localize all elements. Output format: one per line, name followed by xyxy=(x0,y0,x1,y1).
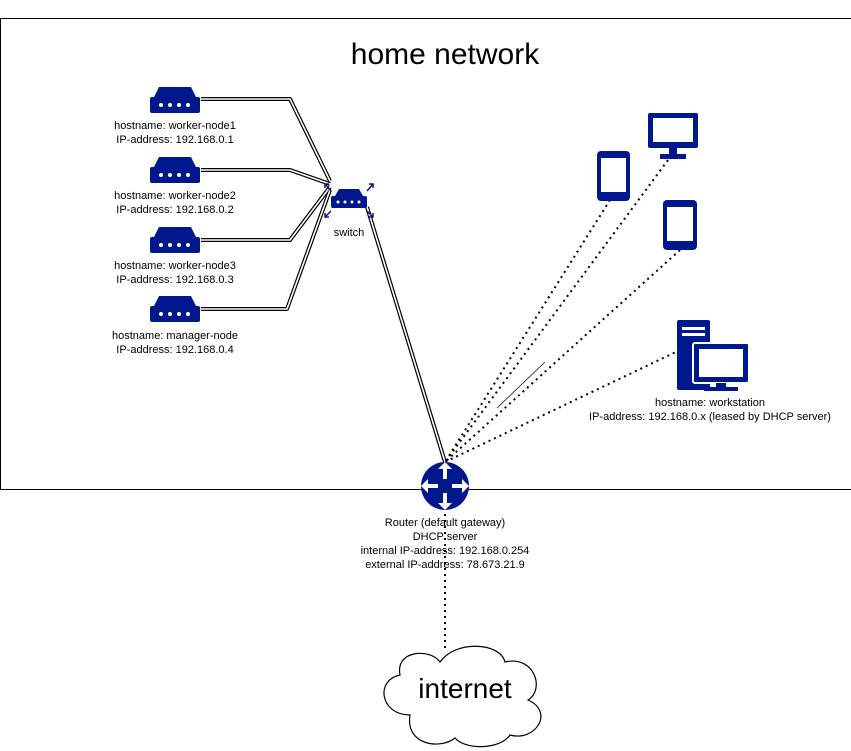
hostname-text: hostname: worker-node3 xyxy=(114,260,236,272)
router-line-2: DHCP server xyxy=(412,531,478,543)
router-icon xyxy=(421,462,469,510)
server-icon-worker-node1 xyxy=(150,87,200,113)
workstation-label: hostname: workstation IP-address: 192.16… xyxy=(570,396,850,424)
internet-label: internet xyxy=(418,673,512,704)
mobile-phone-icon-1 xyxy=(597,151,630,201)
hostname-text: hostname: manager-node xyxy=(112,330,238,342)
ip-address-text: IP-address: 192.168.0.1 xyxy=(116,134,234,146)
server-label-worker-node3: hostname: worker-node3 IP-address: 192.1… xyxy=(95,259,255,287)
server-label-worker-node1: hostname: worker-node1 IP-address: 192.1… xyxy=(95,119,255,147)
server-icon-manager-node xyxy=(150,296,200,322)
workstation-icon xyxy=(677,320,750,391)
ip-address-text: IP-address: 192.168.0.4 xyxy=(116,344,234,356)
switch-router-link xyxy=(365,206,447,463)
ip-address-text: IP-address: 192.168.0.2 xyxy=(116,204,234,216)
router-line-1: Router (default gateway) xyxy=(384,517,506,529)
stray-line-artifact xyxy=(496,361,546,409)
router-line-4: external IP-address: 78.673.21.9 xyxy=(365,559,525,571)
server-icon-worker-node3 xyxy=(150,227,200,253)
diagram-title: home network xyxy=(350,38,540,71)
ip-address-text: IP-address: 192.168.0.x (leased by DHCP … xyxy=(589,411,831,423)
server-label-manager-node: hostname: manager-node IP-address: 192.1… xyxy=(95,329,255,357)
server-icons xyxy=(150,87,200,322)
hostname-text: hostname: worker-node1 xyxy=(114,120,236,132)
hostname-text: hostname: workstation xyxy=(654,397,766,409)
ip-address-text: IP-address: 192.168.0.3 xyxy=(116,274,234,286)
server-switch-links xyxy=(201,97,332,311)
router-line-3: internal IP-address: 192.168.0.254 xyxy=(360,545,530,557)
monitor-icon xyxy=(648,113,698,159)
wireless-links xyxy=(444,159,681,650)
switch-icon xyxy=(324,183,374,218)
hostname-text: hostname: worker-node2 xyxy=(114,190,236,202)
server-label-worker-node2: hostname: worker-node2 IP-address: 192.1… xyxy=(95,189,255,217)
router-label: Router (default gateway) DHCP server int… xyxy=(345,516,545,572)
internet-cloud xyxy=(383,645,542,748)
server-icon-worker-node2 xyxy=(150,157,200,183)
switch-label: switch xyxy=(333,227,365,239)
mobile-phone-icon-2 xyxy=(663,200,697,250)
